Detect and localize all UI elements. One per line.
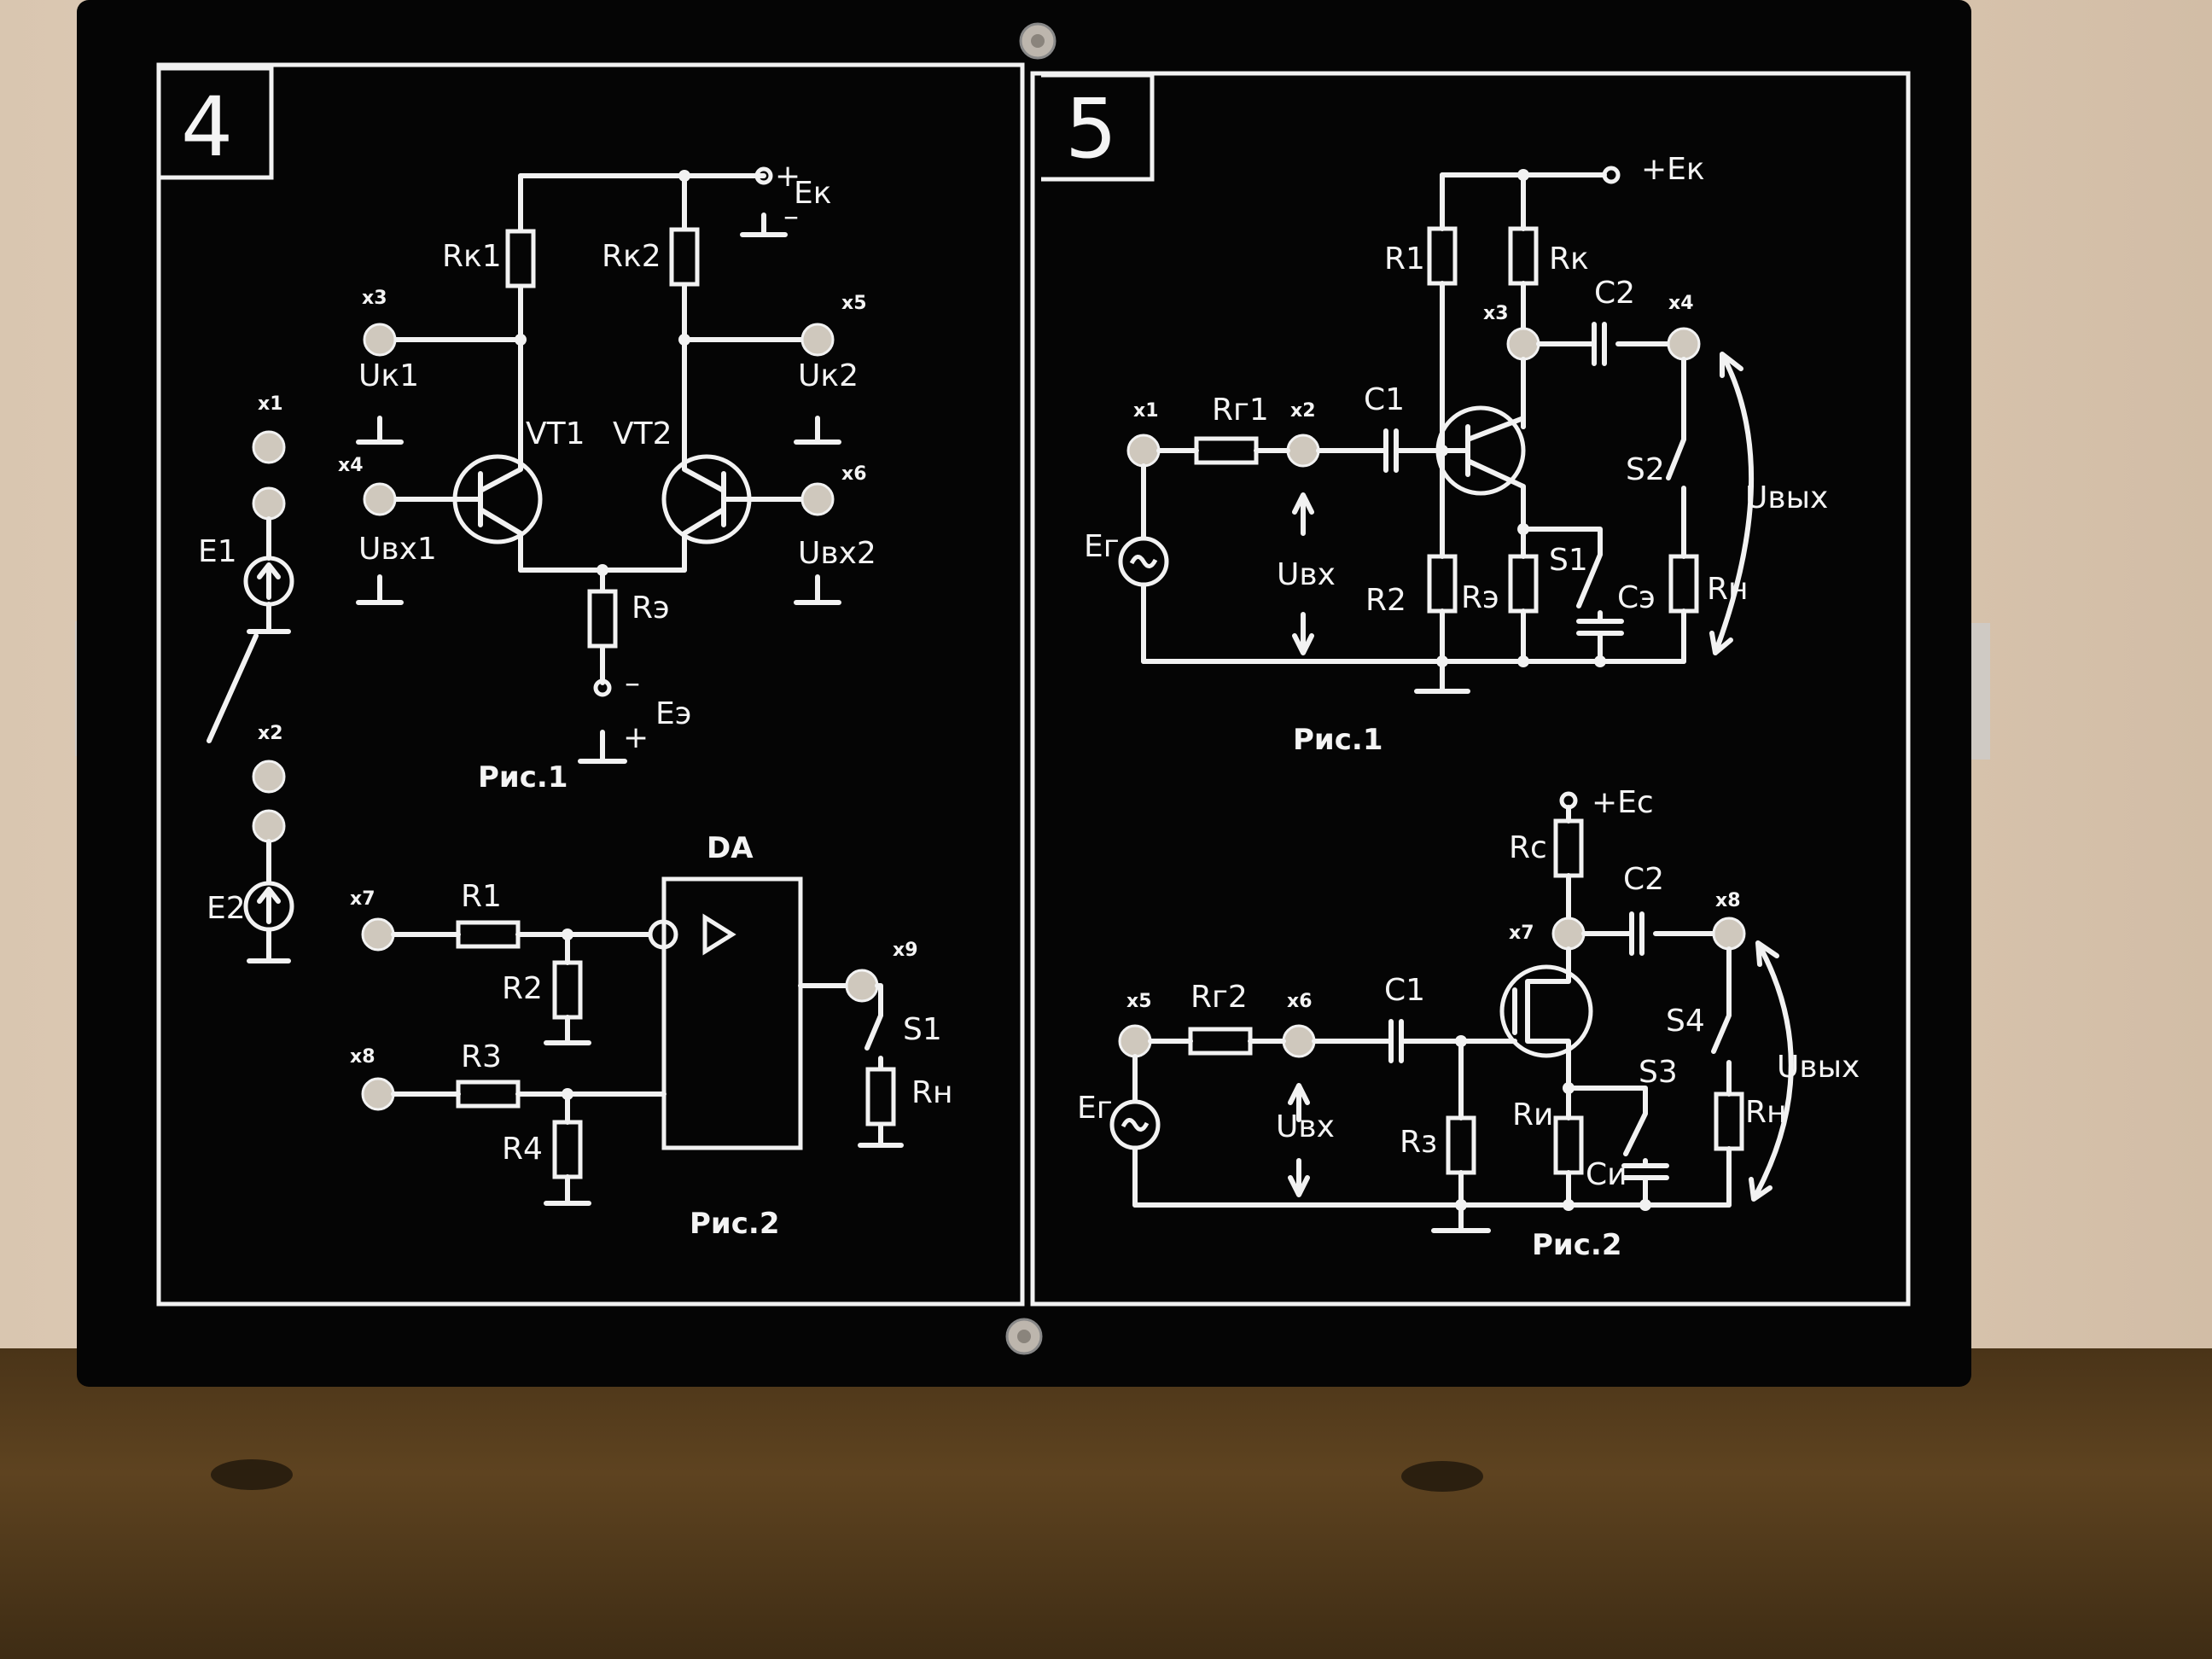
label-eg1: Eг [1084, 529, 1120, 564]
label-rz: Rз [1400, 1125, 1437, 1160]
label-rg2: Rг2 [1190, 980, 1248, 1015]
label-c2-5-2: C2 [1623, 862, 1664, 897]
label-rn5-2: Rн [1745, 1095, 1787, 1130]
label-x8: x8 [350, 1046, 375, 1068]
label-vt1: VT1 [526, 416, 585, 451]
label-x7: x7 [350, 888, 375, 910]
label-uvx5-1: Uвх [1277, 557, 1336, 592]
label-x2-5: x2 [1290, 400, 1316, 422]
label-da: DA [707, 831, 754, 865]
label-s3: S3 [1639, 1055, 1678, 1090]
table-bolt-right [1401, 1461, 1483, 1492]
panel5-fig2-fet-amplifier: +Ec Rc Rз Rи Rн Rг2 C1 C2 Cи S3 S4 Eг Uв… [1077, 785, 1860, 1262]
label-s2: S2 [1626, 452, 1665, 487]
label-x1-5: x1 [1133, 400, 1159, 422]
label-x2-src: x2 [258, 723, 283, 744]
panel5-number-box [1041, 73, 1155, 182]
panel4-frame [156, 62, 1025, 1307]
label-rc: Rc [1509, 830, 1547, 865]
label-uvyx5-1: Uвых [1745, 480, 1828, 515]
label-e2: E2 [207, 891, 246, 926]
label-x6: x6 [841, 463, 867, 485]
label-x7-5: x7 [1509, 923, 1534, 944]
label-uvx1: Uвх1 [358, 532, 437, 567]
panel5-frame [1030, 71, 1911, 1307]
label-re5: Rэ [1461, 580, 1499, 615]
table-bolt-left [211, 1459, 293, 1490]
label-x5-5: x5 [1126, 991, 1152, 1012]
label-x3: x3 [362, 288, 387, 309]
panel4-fig1-differential-amplifier: Rк1 Rк2 Rэ VT1 VT2 + Eк – – Eэ + Uк1 Uк2… [338, 159, 876, 795]
panel4-voltage-sources: x1 E1 x2 E2 [198, 393, 294, 963]
label-x8-5: x8 [1715, 890, 1741, 911]
label-uk1: Uк1 [358, 358, 419, 393]
panel5-fig1-bjt-amplifier: +Eк R1 Rк R2 Rэ Rн Rг1 C1 C2 Cэ S1 S2 Eг… [1084, 152, 1828, 757]
label-ek-minus: – [783, 199, 799, 234]
label-rk1: Rк1 [442, 239, 502, 274]
panel4-fig2-opamp-circuit: DA R1 R2 R3 R4 Rн S1 x7 x8 x9 Рис.2 [350, 831, 953, 1241]
label-uvx2: Uвх2 [798, 536, 876, 571]
label-x5: x5 [841, 293, 867, 314]
label-c1-5: C1 [1364, 382, 1405, 417]
panel5-number: 5 [1065, 81, 1117, 177]
label-s1: S1 [903, 1012, 942, 1047]
label-x1: x1 [258, 393, 283, 415]
label-ek5: +Eк [1641, 152, 1705, 187]
panel5-fig2-caption: Рис.2 [1532, 1228, 1621, 1262]
label-r2-5: R2 [1365, 583, 1406, 618]
label-r1: R1 [461, 879, 502, 914]
label-ci: Cи [1586, 1157, 1627, 1192]
label-rg1: Rг1 [1212, 393, 1269, 428]
wooden-table [0, 1348, 2212, 1659]
label-vt2: VT2 [613, 416, 672, 451]
label-r2: R2 [502, 971, 543, 1006]
label-eg2: Eг [1077, 1091, 1113, 1126]
label-r3: R3 [461, 1039, 502, 1074]
label-rn5: Rн [1707, 572, 1749, 607]
label-x6-5: x6 [1287, 991, 1313, 1012]
bottom-screw-center [1017, 1330, 1031, 1343]
label-s1-5: S1 [1549, 543, 1588, 578]
label-ec: +Ec [1592, 785, 1654, 820]
label-re: Rэ [632, 591, 670, 626]
label-r4: R4 [502, 1132, 543, 1167]
label-rk2: Rк2 [602, 239, 661, 274]
label-x4: x4 [338, 455, 364, 476]
label-rk5: Rк [1549, 242, 1589, 276]
label-c2-5: C2 [1594, 276, 1635, 311]
label-ri: Rи [1512, 1097, 1553, 1132]
label-ee-plus: + [623, 720, 649, 755]
label-ce: Cэ [1617, 580, 1656, 615]
label-x9: x9 [893, 940, 918, 961]
label-uvyx5-2: Uвых [1777, 1050, 1860, 1085]
label-uvx5-2: Uвх [1276, 1109, 1335, 1144]
panel4-fig1-caption: Рис.1 [478, 760, 568, 795]
panel4-fig2-caption: Рис.2 [690, 1207, 779, 1241]
label-ek-plus: + [775, 159, 800, 194]
top-screw-center [1031, 34, 1045, 48]
label-rn: Rн [911, 1075, 953, 1110]
label-ek: Eк [794, 176, 832, 211]
label-x4-5: x4 [1668, 293, 1694, 314]
label-ee: Eэ [655, 696, 692, 731]
label-c1-5-2: C1 [1384, 973, 1425, 1008]
panel5-fig1-caption: Рис.1 [1293, 723, 1382, 757]
label-s4: S4 [1666, 1004, 1705, 1039]
label-ee-minus: – [625, 666, 640, 701]
panel4-number-box [160, 66, 274, 180]
label-e1: E1 [198, 534, 237, 569]
label-x3-5: x3 [1483, 303, 1509, 324]
panel4-number: 4 [181, 79, 233, 175]
label-uk2: Uк2 [798, 358, 859, 393]
label-r1-5: R1 [1384, 242, 1425, 276]
